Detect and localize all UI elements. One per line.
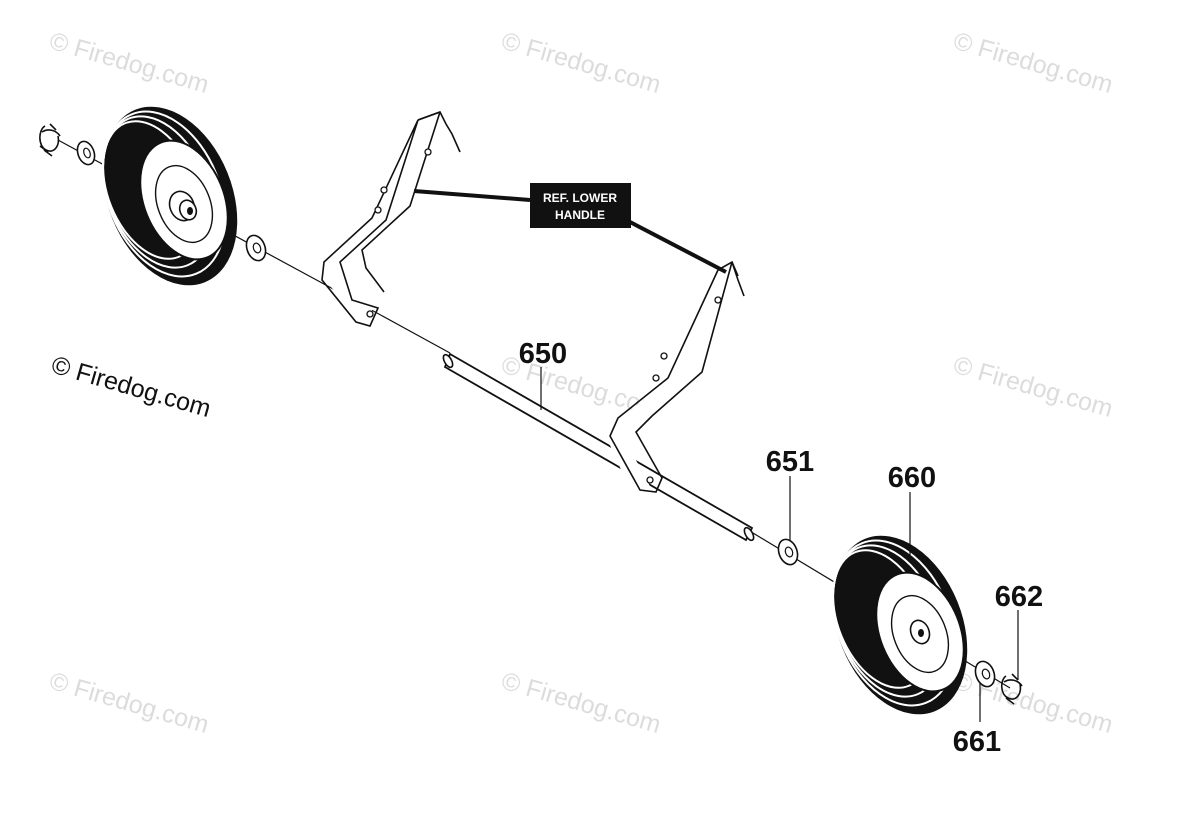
right-inner-washer	[777, 538, 799, 566]
right-wheel	[831, 535, 968, 715]
watermark: © Firedog.com	[48, 351, 214, 423]
ref-lower-handle-callout: REF. LOWER HANDLE	[530, 183, 631, 228]
left-wheel	[101, 106, 238, 286]
watermark: © Firedog.com	[46, 27, 212, 99]
part-label-651: 651	[766, 446, 814, 478]
left-hair-clip	[39, 123, 61, 157]
lower-handle-left	[320, 111, 461, 327]
part-label-661: 661	[953, 726, 1001, 758]
leader-lines	[413, 189, 1019, 722]
right-hair-clip	[1000, 673, 1023, 705]
lower-handle-right	[604, 260, 745, 494]
watermark: © Firedog.com	[950, 351, 1116, 423]
watermark: © Firedog.com	[498, 667, 664, 739]
part-label-660: 660	[888, 462, 936, 494]
left-inner-washer	[245, 234, 267, 262]
right-outer-washer	[974, 660, 996, 688]
part-label-650: 650	[519, 338, 567, 370]
axle	[442, 352, 755, 542]
part-labels: 650 651 660 662 661	[519, 338, 1043, 758]
callout-line-2: HANDLE	[555, 208, 605, 222]
callout-line-1: REF. LOWER	[543, 191, 617, 205]
watermark: © Firedog.com	[498, 27, 664, 99]
left-outer-washer	[76, 140, 96, 166]
watermark: © Firedog.com	[950, 27, 1116, 99]
part-label-662: 662	[995, 581, 1043, 613]
watermark: © Firedog.com	[46, 667, 212, 739]
